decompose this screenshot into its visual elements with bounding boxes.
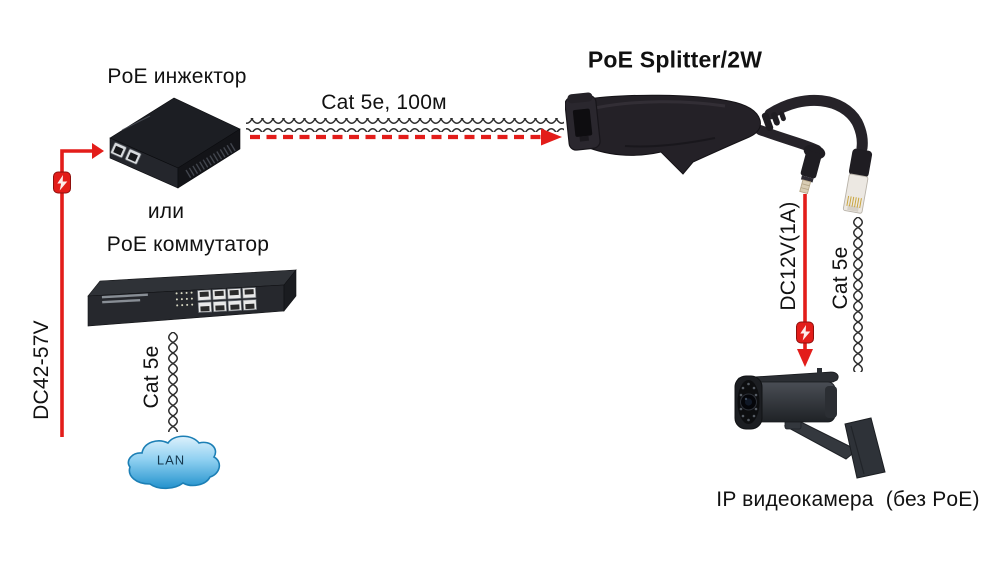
lan-cloud (127, 435, 221, 490)
lightning-bolt-icon (53, 171, 71, 194)
camera-wall-plate (844, 417, 886, 479)
vent-slots (185, 142, 236, 179)
switch-label: PoE коммутатор (106, 233, 270, 256)
lan-cloud-label: LAN (156, 452, 186, 468)
lan-cable-label: Cat 5e (140, 345, 163, 409)
uplink-cable-label: Cat 5e, 100м (321, 91, 447, 114)
input-power-label: DC42-57V (30, 320, 53, 420)
input-power-arrow (53, 143, 104, 437)
injector-label: PoE инжектор (107, 65, 247, 88)
poe-injector-device (109, 97, 241, 189)
arrowhead (797, 349, 813, 367)
twisted-pair-uplink (246, 118, 564, 132)
rj45-ports (197, 287, 257, 313)
led-indicators (175, 291, 194, 307)
splitter-title: PoE Splitter/2W (587, 46, 763, 73)
arrowhead (541, 128, 562, 146)
rj45-connector (842, 148, 873, 214)
ip-camera-device (734, 368, 886, 479)
dashed-power-arrow (250, 128, 562, 146)
camera-cable-label: Cat 5e (829, 246, 852, 310)
camera-label: IP видеокамера (без PoE) (716, 488, 980, 511)
arrowhead (92, 143, 104, 159)
or-label: или (147, 200, 185, 223)
poe-splitter-device (565, 92, 873, 214)
front-panel-text (101, 293, 148, 304)
twisted-pair-lan (166, 332, 180, 432)
rj45-ports (110, 142, 142, 165)
dc-plug (799, 144, 826, 195)
lightning-bolt-icon (796, 321, 814, 344)
poe-switch-device (87, 269, 297, 327)
output-power-arrow (796, 194, 814, 367)
splitter-rj45-socket (565, 92, 601, 151)
camera-front (734, 375, 763, 430)
output-power-label: DC12V(1A) (777, 201, 800, 311)
strain-relief (761, 111, 786, 132)
splitter-rj45-cable (764, 94, 868, 154)
twisted-pair-camera (851, 217, 865, 372)
ir-leds (739, 382, 758, 422)
